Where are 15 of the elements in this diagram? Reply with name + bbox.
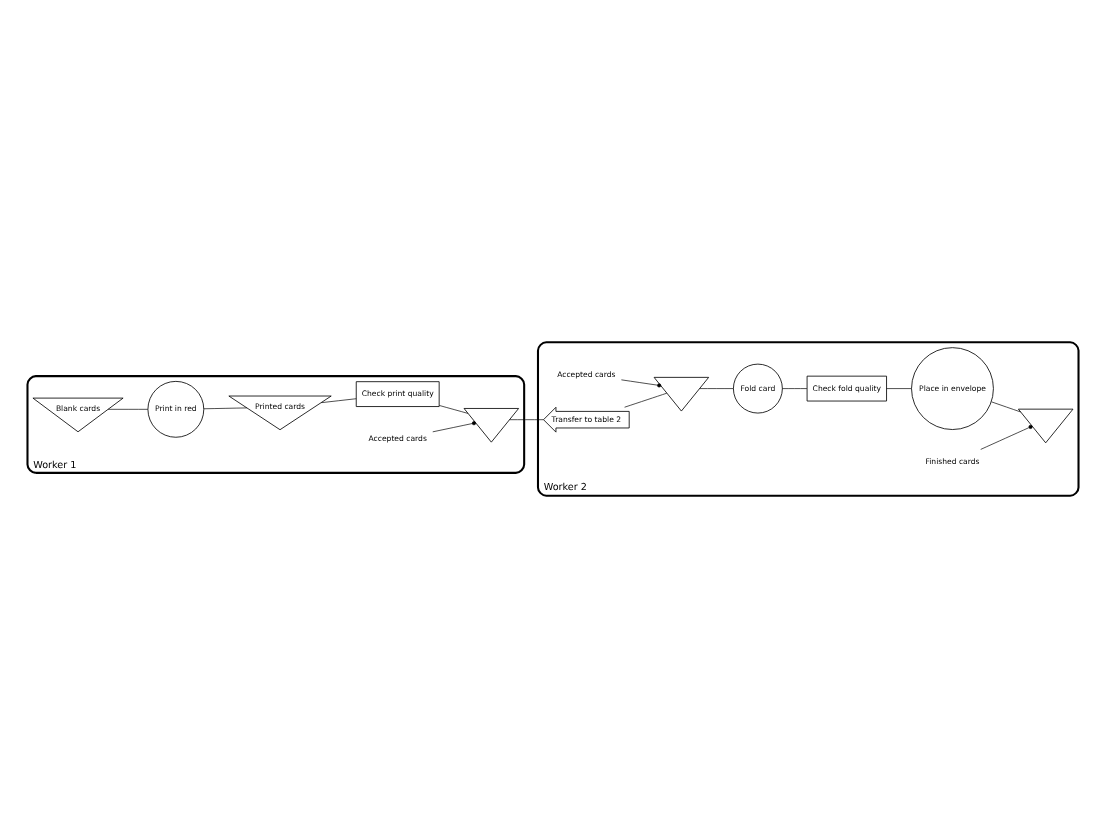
connector <box>509 418 544 420</box>
connector <box>439 404 469 413</box>
connector <box>432 420 476 432</box>
connector <box>781 387 808 388</box>
connector <box>107 408 149 409</box>
connector <box>621 378 662 387</box>
node-triangle <box>463 407 520 442</box>
connector <box>980 423 1033 449</box>
connector <box>321 397 357 402</box>
connector <box>699 387 734 388</box>
node-triangle <box>1017 407 1074 443</box>
connector <box>991 400 1021 412</box>
connector <box>624 391 668 407</box>
connector <box>886 387 912 388</box>
connector <box>203 406 248 409</box>
